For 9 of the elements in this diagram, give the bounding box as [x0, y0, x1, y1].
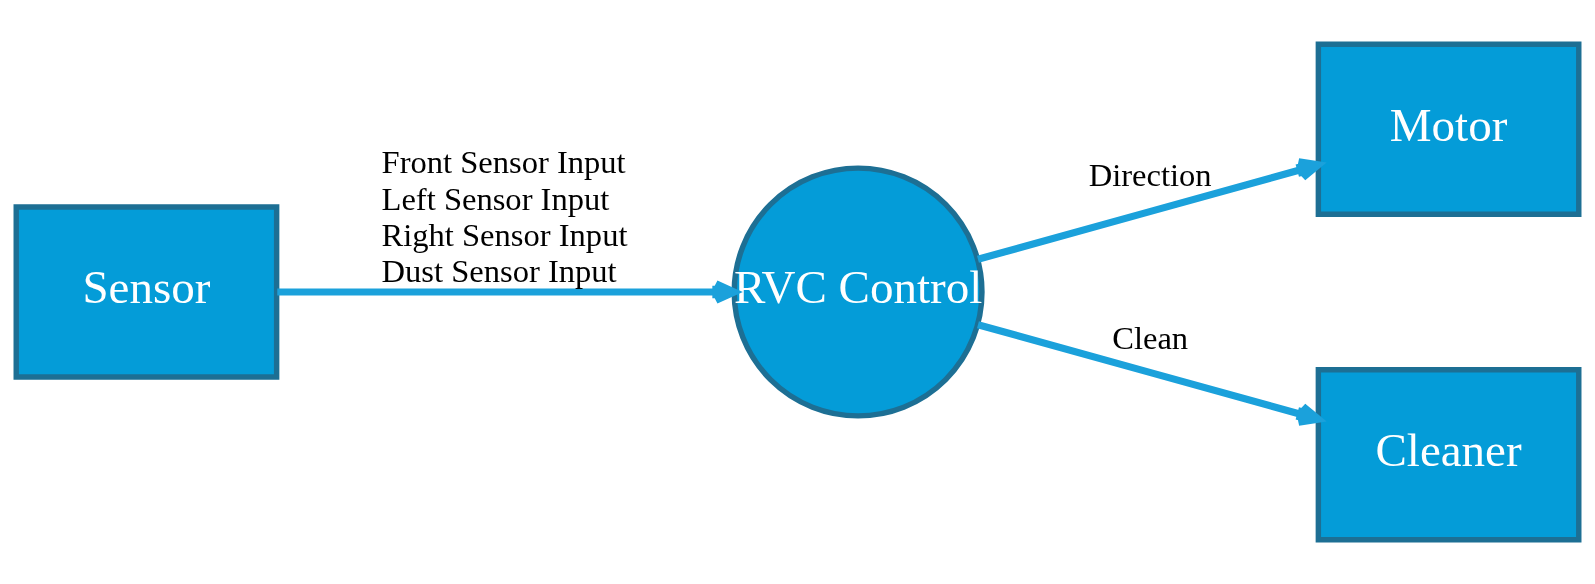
- node-box: Sensor: [13, 204, 280, 380]
- node-box: Motor: [1315, 41, 1582, 217]
- edge-label: Direction: [1088, 157, 1212, 194]
- edge-label: Front Sensor Input Left Sensor Input Right Sensor Input Dust Sensor Input: [381, 144, 628, 289]
- node-circle: RVC Control: [731, 165, 985, 419]
- arrow: [976, 321, 1323, 426]
- edge-label: Clean: [1112, 319, 1189, 356]
- arrow: [976, 158, 1323, 263]
- node-box: Cleaner: [1315, 367, 1582, 543]
